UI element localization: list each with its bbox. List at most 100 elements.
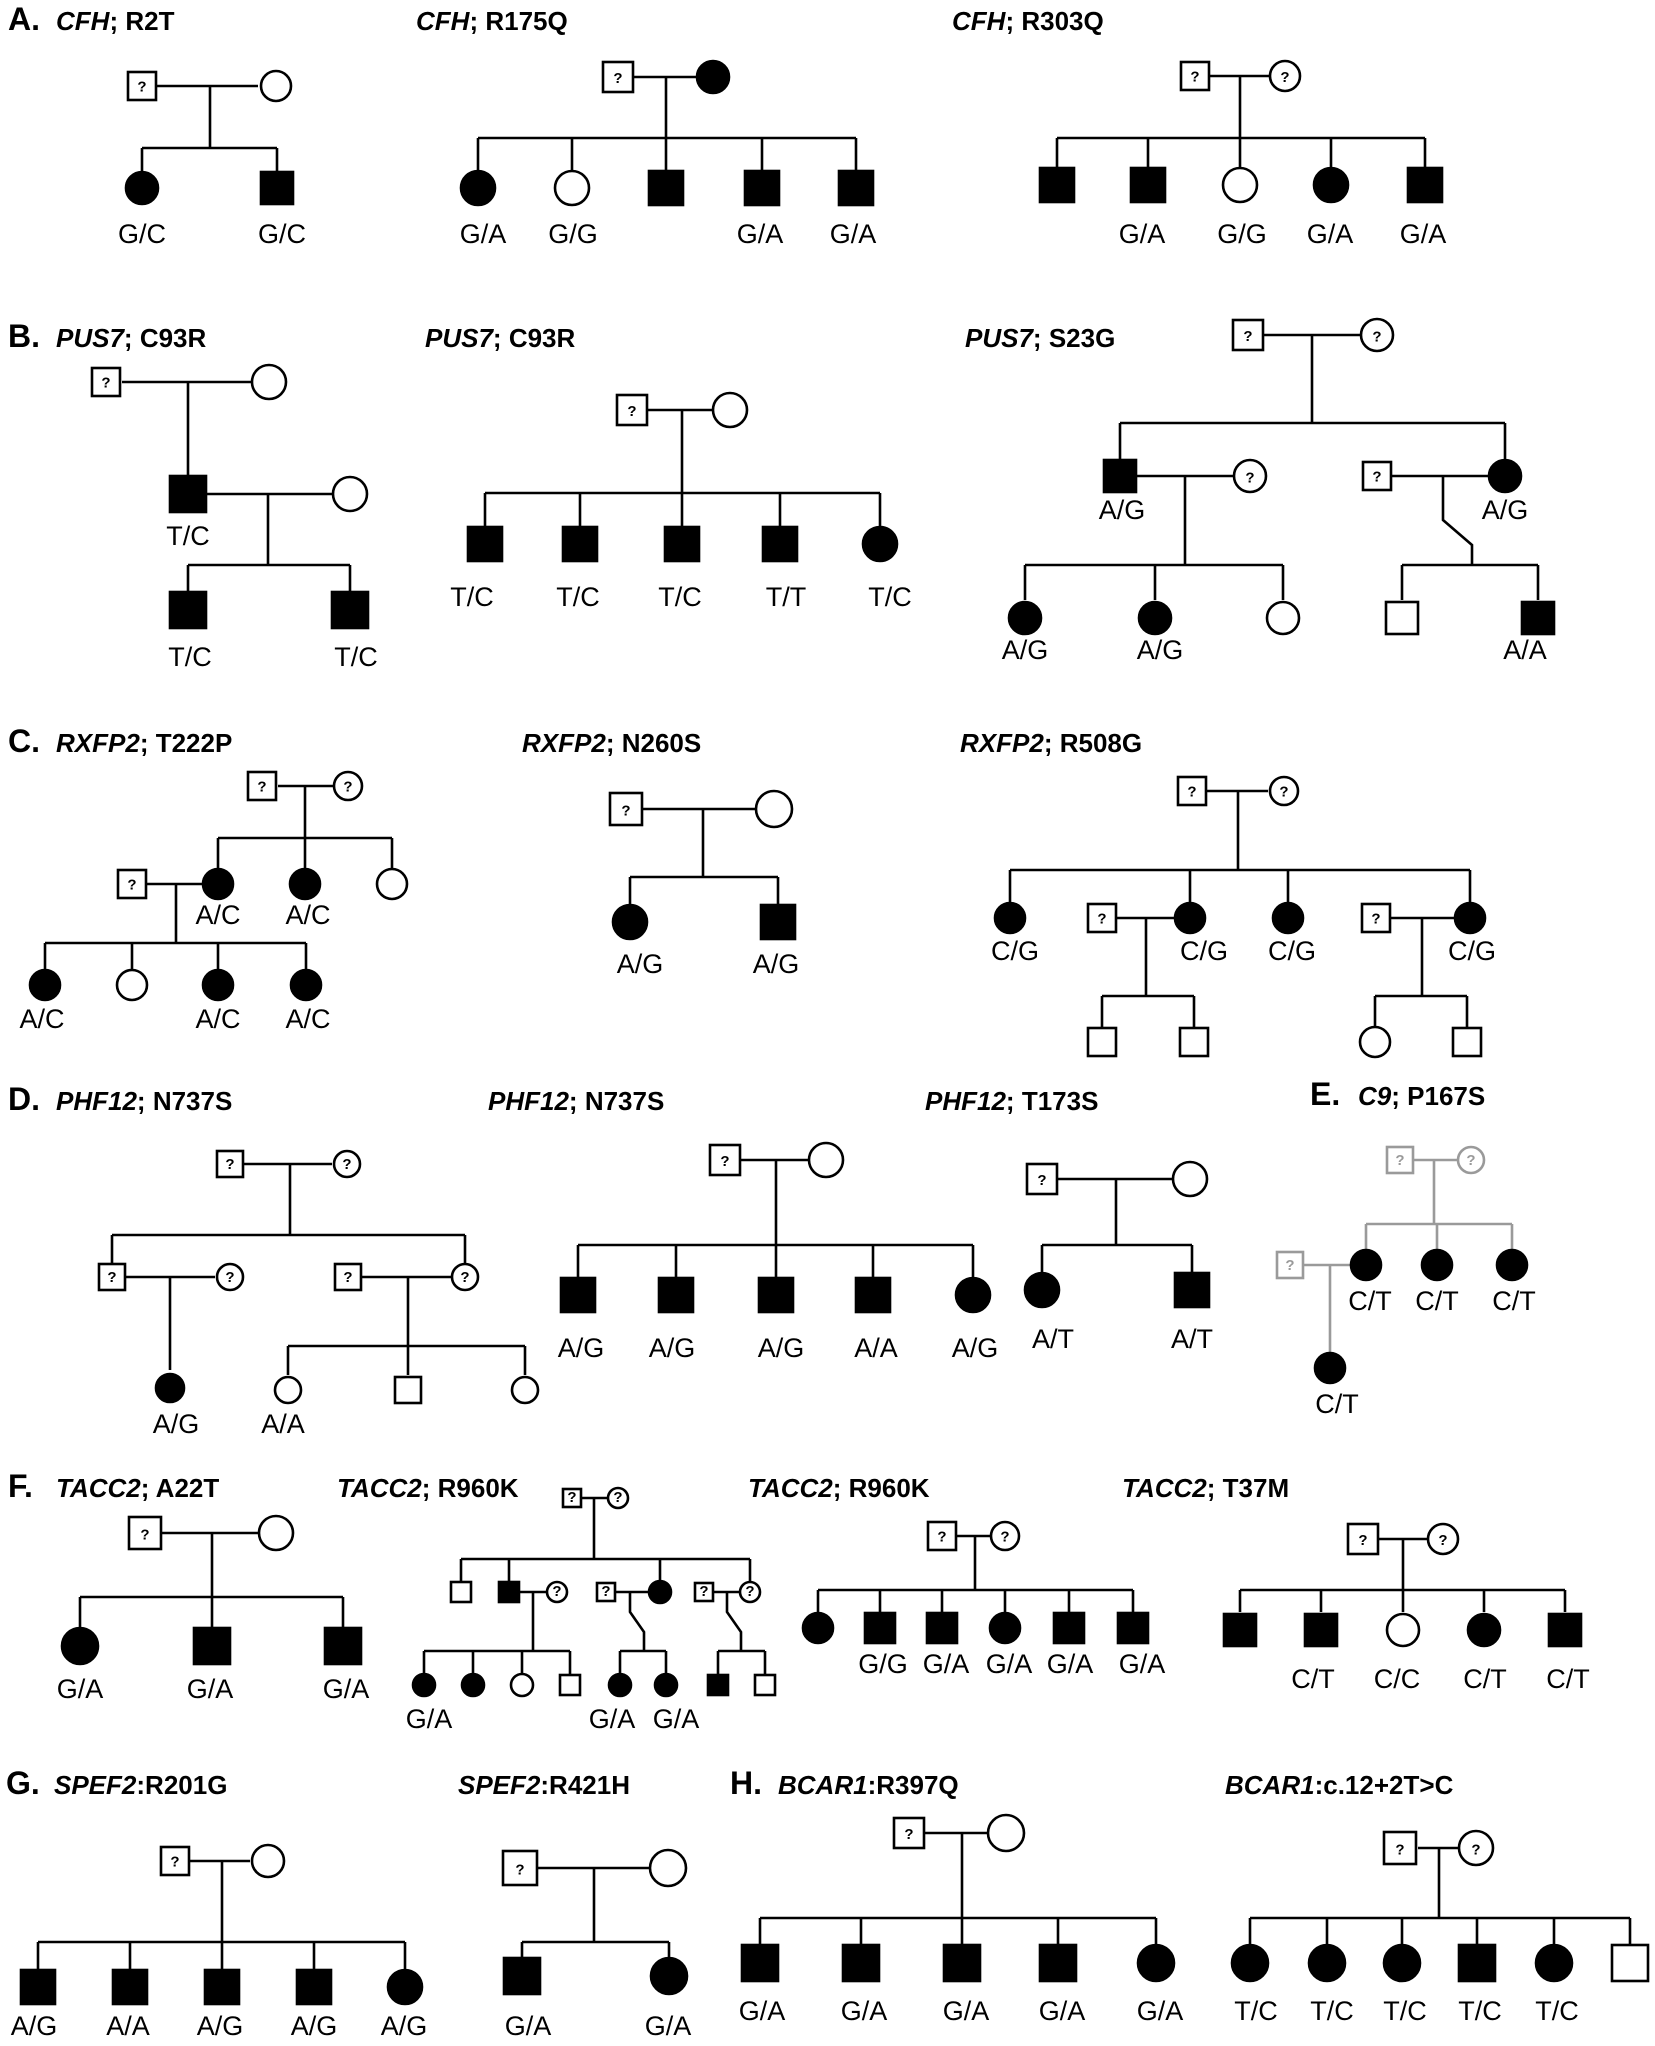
affected-male-square [330, 590, 370, 630]
unaffected-male-square [1451, 1026, 1483, 1058]
title-separator: ; [1006, 1086, 1022, 1116]
affected-female-circle [1007, 600, 1043, 636]
gene-name: BCAR1 [778, 1770, 868, 1800]
unknown-male-square [1385, 1145, 1415, 1175]
gene-name: PHF12 [488, 1086, 569, 1116]
genotype-label: C/G [1268, 936, 1316, 966]
title-separator: : [136, 1770, 145, 1800]
gene-name: CFH [416, 6, 471, 36]
unknown-male-square [333, 1262, 363, 1292]
unknown-male-square [615, 393, 649, 427]
unaffected-male-square [1086, 1026, 1118, 1058]
unknown-status-mark: ? [101, 375, 110, 392]
unknown-female-circle [1232, 458, 1268, 494]
unaffected-male-square [449, 1580, 473, 1604]
unknown-status-mark: ? [140, 1526, 149, 1543]
genotype-label: C/T [1546, 1664, 1590, 1694]
title-separator: ; [141, 1473, 156, 1503]
genotype-label: C/T [1291, 1664, 1335, 1694]
genotype-label: T/C [1310, 1996, 1354, 2026]
unaffected-female-circle [509, 1672, 535, 1698]
genotype-label: C/G [1448, 936, 1496, 966]
variant-name: R2T [125, 6, 174, 36]
unknown-female-circle [545, 1580, 569, 1604]
unknown-status-mark: ? [1471, 1842, 1480, 1859]
unknown-male-square [1086, 902, 1118, 934]
gene-name: TACC2 [748, 1473, 833, 1503]
affected-male-square [925, 1611, 959, 1645]
genotype-label: C/G [991, 936, 1039, 966]
affected-female-circle [653, 1672, 679, 1698]
variant-name: C93R [509, 323, 576, 353]
panel-title: RXFP2; T222P [56, 728, 232, 758]
title-separator: ; [833, 1473, 849, 1503]
genotype-label: T/C [1535, 1996, 1579, 2026]
affected-male-square [1102, 458, 1138, 494]
genotype-label: C/T [1415, 1286, 1459, 1316]
unknown-female-circle [215, 1262, 245, 1292]
gene-name: PHF12 [925, 1086, 1006, 1116]
unknown-male-square [116, 868, 148, 900]
genotype-label: A/A [106, 2011, 150, 2041]
unknown-status-mark: ? [343, 779, 352, 796]
unknown-status-mark: ? [1372, 328, 1381, 345]
genotype-label: G/A [1400, 219, 1447, 249]
unknown-female-circle [1268, 775, 1300, 807]
unknown-status-mark: ? [1372, 469, 1381, 486]
genotype-label: G/A [57, 1674, 104, 1704]
panel-title: PHF12; N737S [56, 1086, 232, 1116]
variant-name: S23G [1049, 323, 1116, 353]
title-separator: ; [1033, 323, 1049, 353]
affected-male-square [854, 1276, 892, 1314]
affected-female-circle [201, 968, 235, 1002]
affected-female-circle [289, 968, 323, 1002]
unaffected-female-circle [115, 968, 149, 1002]
genotype-label: G/A [1047, 1649, 1094, 1679]
pedigree-line [725, 1592, 743, 1651]
unknown-male-square [608, 791, 644, 827]
genotype-label: A/A [1503, 635, 1547, 665]
unaffected-female-circle [986, 1813, 1026, 1853]
genotype-label: T/C [168, 642, 212, 672]
genotype-label: C/C [1374, 1664, 1421, 1694]
genotype-label: T/C [658, 582, 702, 612]
genotype-label: T/C [1383, 1996, 1427, 2026]
unaffected-female-circle [259, 69, 293, 103]
panel-title: RXFP2; R508G [960, 728, 1142, 758]
genotype-label: C/T [1348, 1286, 1392, 1316]
unknown-female-circle [1457, 1829, 1495, 1867]
affected-male-square [657, 1276, 695, 1314]
unknown-status-mark: ? [170, 1854, 179, 1871]
genotype-label: A/G [1099, 495, 1146, 525]
gene-name: BCAR1 [1225, 1770, 1315, 1800]
title-separator: ; [140, 728, 156, 758]
genotype-label: G/C [118, 219, 166, 249]
affected-female-circle [460, 1672, 486, 1698]
unknown-male-square [693, 1581, 715, 1603]
affected-female-circle [1271, 901, 1305, 935]
affected-male-square [1520, 600, 1556, 636]
genotype-label: T/C [1234, 1996, 1278, 2026]
affected-male-square [203, 1968, 241, 2006]
genotype-label: A/C [195, 1004, 240, 1034]
genotype-label: T/C [556, 582, 600, 612]
genotype-label: G/A [406, 1704, 453, 1734]
affected-female-circle [386, 1968, 424, 2006]
genotype-label: G/A [1137, 1996, 1184, 2026]
genotype-label: T/C [1458, 1996, 1502, 2026]
variant-name: R397Q [876, 1770, 958, 1800]
affected-female-circle [1137, 600, 1173, 636]
variant-name: N260S [622, 728, 702, 758]
genotype-label: C/T [1463, 1664, 1507, 1694]
affected-male-square [192, 1626, 232, 1666]
affected-female-circle [1349, 1248, 1383, 1282]
affected-female-circle [1230, 1943, 1270, 1983]
title-separator: ; [1044, 728, 1060, 758]
pedigree-line [1441, 476, 1474, 565]
affected-male-square [1222, 1612, 1258, 1648]
genotype-label: A/G [1137, 635, 1184, 665]
genotype-label: A/G [617, 949, 664, 979]
affected-male-square [841, 1943, 881, 1983]
genotype-label: A/C [19, 1004, 64, 1034]
